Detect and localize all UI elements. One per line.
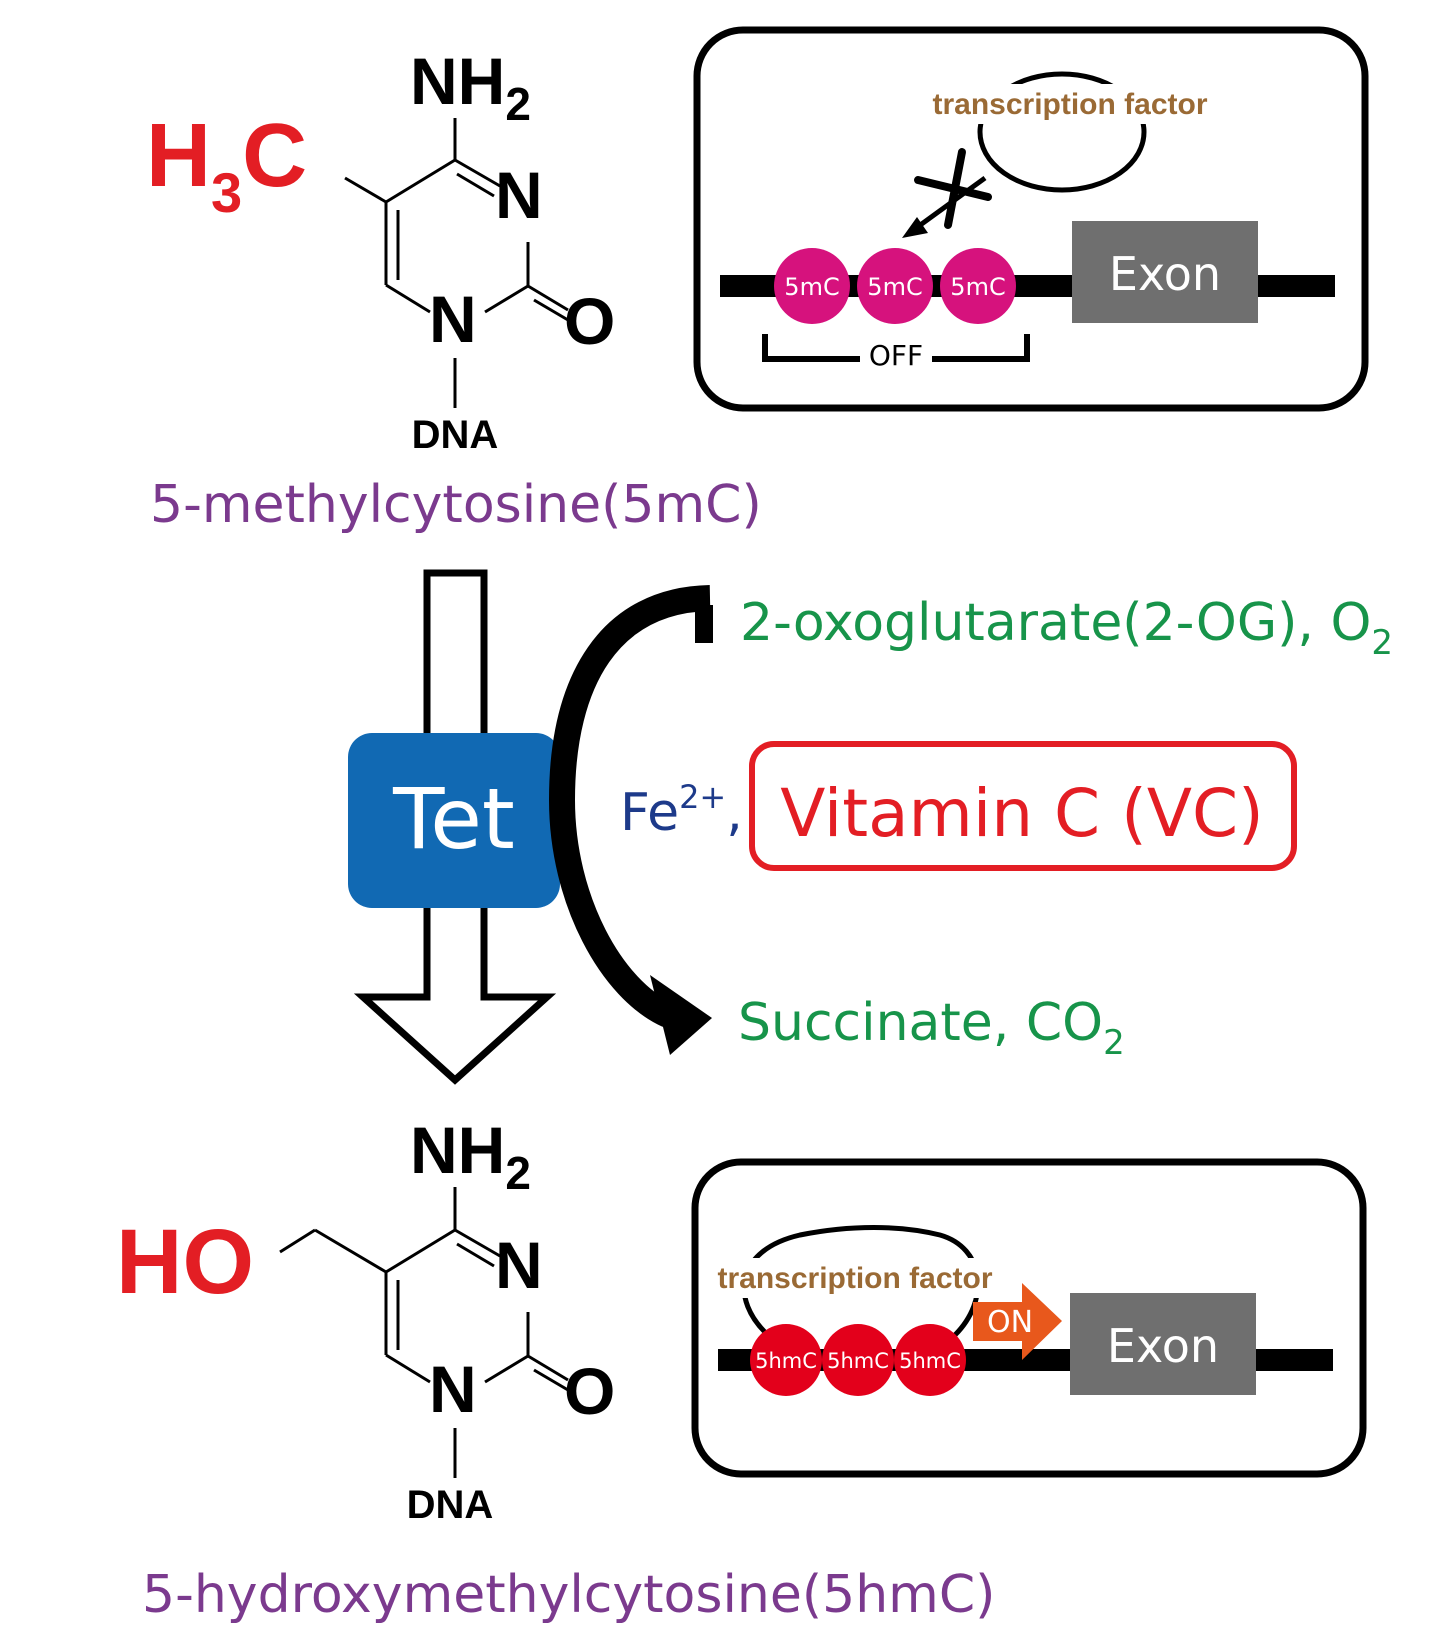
bottom-ring-n-upper: N	[495, 1228, 543, 1302]
bottom-mark-label-1: 5hmC	[755, 1349, 817, 1373]
vitamin-c-label: Vitamin C (VC)	[780, 775, 1264, 852]
bottom-molecule-name: 5-hydroxymethylcytosine(5hmC)	[142, 1565, 995, 1625]
top-carbonyl-oxygen: O	[564, 284, 615, 358]
bottom-mark-label-2: 5hmC	[827, 1349, 889, 1373]
top-tf-loop	[977, 71, 1147, 193]
top-mark-label-1: 5mC	[784, 273, 839, 301]
iron-cofactor-label: Fe2+,	[620, 778, 743, 843]
top-panel: transcription factor Exon 5mC 5mC 5mC OF…	[693, 26, 1369, 412]
on-arrow	[973, 1283, 1062, 1360]
tet-enzyme-box	[348, 733, 560, 908]
bottom-mark-2	[822, 1324, 894, 1396]
bottom-panel-frame	[691, 1158, 1367, 1478]
blocked-arrow-head	[902, 217, 928, 238]
bottom-mark-3	[894, 1324, 966, 1396]
bottom-mark-label-3: 5hmC	[899, 1349, 961, 1373]
hydroxyl-group-label: HO	[116, 1211, 254, 1313]
bottom-amine-label: NH2	[410, 1113, 531, 1199]
top-panel-frame	[693, 26, 1369, 412]
top-tf-label-bg	[910, 84, 1234, 124]
bottom-tf-label: transcription factor	[717, 1262, 992, 1295]
bottom-exon-label: Exon	[1107, 1319, 1219, 1373]
cofactor-output-label: Succinate, CO2	[738, 993, 1125, 1063]
cofactor-curved-arrow	[548, 585, 711, 1027]
top-ring-n-upper: N	[495, 158, 543, 232]
vitamin-c-box	[749, 741, 1297, 871]
bottom-molecule: NH2 N N O DNA HO 5-hydroxymethylcytosine…	[116, 1113, 995, 1625]
tet-enzyme-label: Tet	[392, 770, 515, 868]
top-mark-label-3: 5mC	[950, 273, 1005, 301]
top-molecule: NH2 N N O DNA H3C 5-methylcytosine(5mC)	[146, 44, 762, 535]
top-tf-label: transcription factor	[932, 88, 1207, 121]
bottom-exon-box	[1070, 1293, 1256, 1395]
top-exon-label: Exon	[1109, 247, 1221, 301]
bottom-ring-bonds	[279, 1187, 569, 1478]
bottom-ring-n-lower: N	[429, 1352, 477, 1426]
cofactor-input-label: 2-oxoglutarate(2-OG), O2	[740, 593, 1393, 663]
bottom-tf-label-bg	[702, 1258, 1010, 1298]
tet-reaction: Tet 2-oxoglutarate(2-OG), O2 Fe2+, Vitam…	[348, 569, 1393, 1085]
methyl-group-label: H3C	[146, 106, 307, 224]
top-molecule-name: 5-methylcytosine(5mC)	[150, 475, 762, 535]
off-bracket	[762, 334, 1030, 362]
cofactor-arrow-tail	[695, 605, 713, 643]
off-label: OFF	[869, 339, 923, 372]
top-ring-n-lower: N	[429, 282, 477, 356]
cofactor-arrow-head	[650, 975, 712, 1055]
bottom-dna-label: DNA	[407, 1483, 494, 1527]
bottom-carbonyl-oxygen: O	[564, 1354, 615, 1428]
on-label: ON	[987, 1305, 1033, 1340]
top-amine-label: NH2	[410, 44, 531, 130]
top-mark-3	[940, 248, 1016, 324]
top-mark-2	[857, 248, 933, 324]
top-mark-1	[774, 248, 850, 324]
block-cross-icon	[914, 148, 992, 229]
top-exon-box	[1072, 221, 1258, 323]
bottom-mark-1	[750, 1324, 822, 1396]
top-ring-bonds	[344, 118, 569, 408]
bottom-panel: transcription factor Exon ON 5hmC 5hmC 5…	[691, 1158, 1367, 1478]
top-dna-label: DNA	[412, 413, 499, 457]
top-mark-label-2: 5mC	[867, 273, 922, 301]
